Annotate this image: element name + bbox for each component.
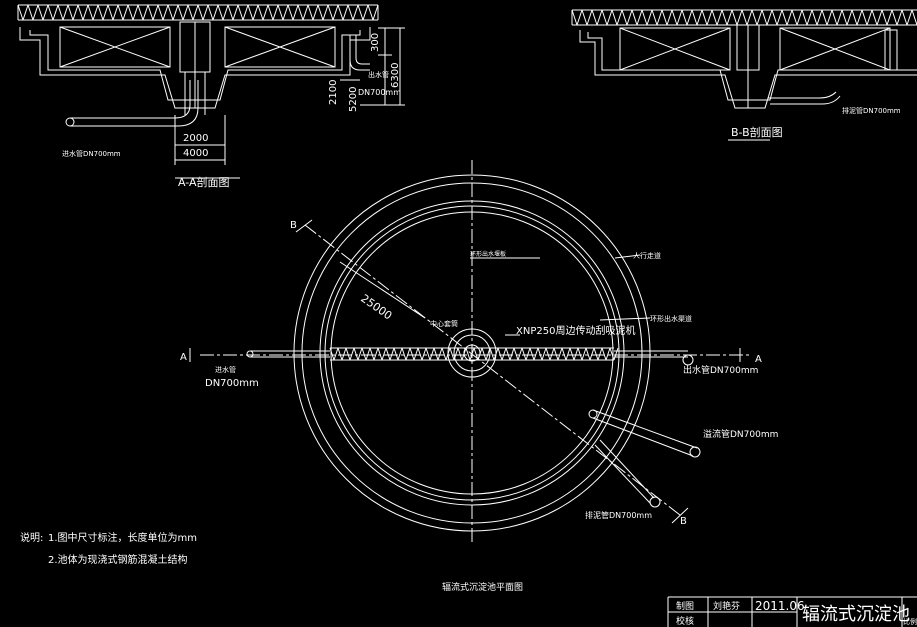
section-bb-drawing [571, 9, 917, 141]
dim-aa-4000: 4000 [183, 148, 208, 159]
dim-aa-2100: 2100 [328, 80, 339, 105]
plan-walkway-label: 人行走道 [633, 251, 661, 260]
aa-inlet-label: 进水管DN700mm [62, 149, 121, 158]
aa-outlet-size: DN700mm [358, 88, 401, 97]
title-block-drawn-label: 制图 [676, 600, 694, 612]
plan-cut-b-top: B [290, 220, 297, 231]
plan-channel-label: 环形出水渠道 [650, 314, 692, 323]
dim-aa-2000: 2000 [183, 133, 208, 144]
title-block-checked-label: 校核 [676, 615, 694, 627]
plan-diameter: 25000 [358, 292, 394, 323]
plan-title: 辐流式沉淀池平面图 [442, 581, 523, 593]
title-block-edge: 比例 [903, 617, 917, 626]
plan-view-drawing [189, 160, 750, 545]
title-block-date: 2011.06 [755, 599, 805, 613]
dim-aa-5200: 5200 [348, 87, 359, 112]
plan-cut-b-bottom: B [680, 516, 687, 527]
notes-line-1: 1.图中尺寸标注，长度单位为mm [48, 531, 197, 544]
notes-line-2: 2.池体为现浇式钢筋混凝土结构 [48, 553, 188, 566]
section-aa-drawing [17, 4, 405, 179]
plan-outlet-label: 出水管DN700mm [683, 364, 758, 376]
notes-heading: 说明: [20, 531, 43, 544]
aa-outlet-label: 出水管 [368, 70, 389, 79]
plan-overflow-label: 环形出水堰板 [470, 250, 506, 258]
plan-sludge-label: 排泥管DN700mm [585, 510, 652, 520]
bb-sludge-label: 排泥管DN700mm [842, 106, 901, 115]
title-block-drawer: 刘艳芬 [713, 600, 740, 612]
bb-section-title: B-B剖面图 [731, 125, 783, 139]
dim-aa-300: 300 [370, 33, 381, 52]
plan-inlet-label: 进水管 [215, 365, 236, 374]
plan-cut-a-right: A [755, 354, 762, 365]
plan-inlet-size: DN700mm [205, 378, 259, 389]
dim-aa-6300: 6300 [390, 63, 401, 88]
aa-section-title: A-A剖面图 [178, 175, 230, 189]
title-block [667, 596, 917, 627]
plan-center-label: 中心套筒 [430, 319, 458, 328]
plan-scraper-label: XNP250周边传动刮吸泥机 [516, 324, 635, 337]
plan-overflow-pipe-label: 溢流管DN700mm [703, 428, 778, 440]
plan-cut-a-left: A [180, 352, 187, 363]
title-block-drawing-title: 辐流式沉淀池 [802, 604, 910, 625]
